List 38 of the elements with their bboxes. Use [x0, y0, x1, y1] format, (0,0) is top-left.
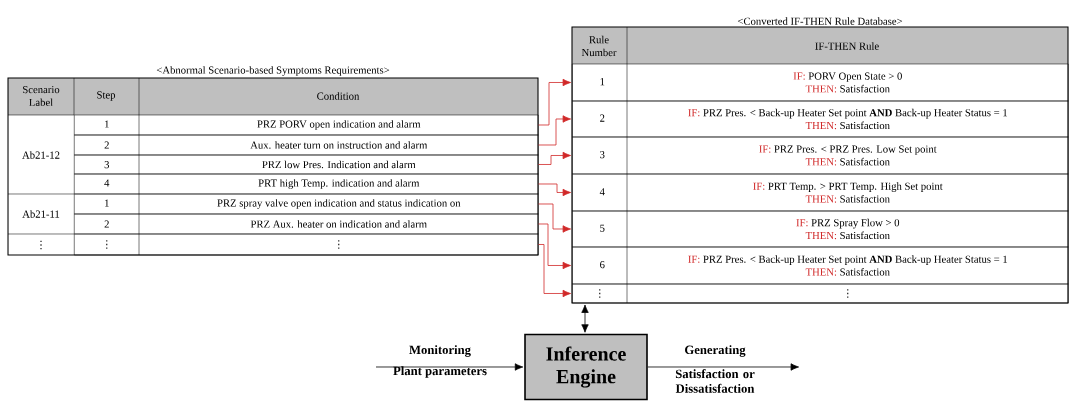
table-row: 3 IF: PRZ Pres. < PRZ Pres. Low Set point THEN: Satisfaction: [572, 136, 1069, 175]
table-row: 1 PRZ PORV open indication and alarm: [74, 114, 539, 136]
arrow: [375, 363, 524, 371]
table-row: 1 PRZ spray valve open indication and status indication on: [74, 193, 539, 215]
header-text: Condition: [317, 92, 360, 100]
arrow: [538, 78, 571, 126]
scenario-label: Ab21-12: [22, 151, 60, 159]
table-row: 6 IF: PRZ Pres. < Back-up Heater Set point AND Back-up Heater Status = 1 THEN: Satisfaction: [572, 246, 1069, 285]
process-box: Inference Engine: [524, 333, 648, 401]
table-row: 2 IF: PRZ Pres. < Back-up Heater Set point AND Back-up Heater Status = 1 THEN: Satisfaction: [572, 100, 1069, 138]
table-row: 3 PRZ low Pres. Indication and alarm: [74, 154, 539, 175]
arrow: [581, 304, 589, 333]
table-row: 2 PRZ Aux. heater on indication and alarm: [74, 213, 539, 235]
header-text: Scenario Label: [23, 86, 60, 106]
arrow: [538, 183, 571, 197]
node-label: <Abnormal Scenario-based Symptoms Requirements>: [156, 66, 390, 76]
annotation-text: Generating: [685, 345, 746, 357]
table-row: ⋮ ⋮: [572, 283, 1069, 304]
table-row: 4 IF: PRT Temp. > PRT Temp. High Set point THEN: Satisfaction: [572, 173, 1069, 212]
table-row: 5 IF: PRZ Spray Flow > 0 THEN: Satisfaction: [572, 210, 1069, 248]
scenario-label: ⋮: [40, 240, 42, 250]
scenario-label: Ab21-11: [22, 210, 60, 218]
table-row: 2 Aux. heater turn on instruction and alarm: [74, 134, 539, 156]
header-text: IF-THEN Rule: [815, 42, 879, 50]
arrow: [538, 244, 571, 298]
arrow: [538, 203, 571, 233]
arrow: [538, 115, 571, 146]
arrow: [538, 151, 571, 165]
table-row: 1 IF: PORV Open State > 0 THEN: Satisfaction: [572, 63, 1069, 102]
arrow: [538, 223, 571, 270]
arrow: [647, 363, 799, 371]
node-label: <Converted IF-THEN Rule Database>: [737, 17, 903, 25]
annotation-text: Monitoring: [409, 345, 471, 357]
annotation-text: Satisfaction or Dissatisfaction: [675, 369, 755, 393]
annotation-text: Plant parameters: [393, 366, 487, 378]
table-row: ⋮ ⋮: [74, 233, 539, 256]
header-text: Step: [97, 91, 116, 101]
table-row: 4 PRT high Temp. indication and alarm: [74, 173, 539, 195]
